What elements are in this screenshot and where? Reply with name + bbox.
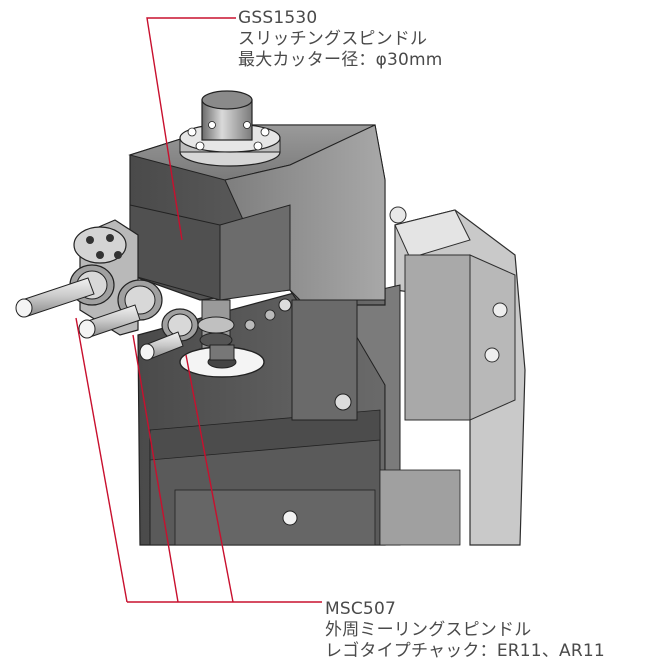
slitting-spindle-name: スリッチングスピンドル [238,29,428,49]
spindle-motor [179,90,281,167]
leader-line-milling-1 [75,317,128,603]
slitting-cutter [179,299,265,378]
slitting-spindle-model: GSS1530 [238,8,318,28]
milling-spindle-name: 外周ミーリングスピンドル [325,620,532,640]
leader-lines [75,17,322,603]
slitting-spindle-callout: GSS1530 スリッチングスピンドル 最大カッター径：φ30mm [238,8,443,71]
milling-spindles [15,219,199,361]
leader-line-slitting [146,17,236,241]
milling-spindle-spec: レゴタイプチャック：ER11、AR11 [325,641,605,661]
milling-spindle-model: MSC507 [325,599,396,619]
right-housing [389,206,526,546]
milling-spindle-callout: MSC507 外周ミーリングスピンドル レゴタイプチャック：ER11、AR11 [325,599,605,662]
slitting-spindle-spec: 最大カッター径：φ30mm [238,50,443,70]
leader-line-milling-3 [185,354,234,603]
leader-line-milling-2 [132,334,179,603]
